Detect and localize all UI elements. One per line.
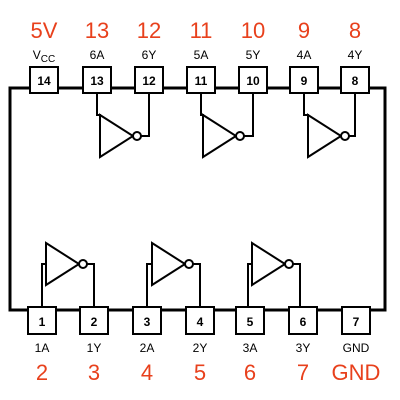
inverter-gate-6 bbox=[96, 93, 150, 159]
chip-body bbox=[8, 86, 387, 312]
bottom-pin-number: 1 bbox=[39, 315, 46, 329]
top-pin-boxes: 14 13 12 11 10 9 8 bbox=[29, 66, 370, 94]
top-signal-label: 4A bbox=[297, 48, 312, 62]
inverter-gate-2 bbox=[146, 241, 201, 308]
top-signal-label: VCC bbox=[33, 48, 55, 65]
inverter-gate-3 bbox=[247, 241, 301, 308]
bottom-pin-box bbox=[185, 306, 215, 335]
bottom-signal-label: 1A bbox=[35, 341, 50, 355]
top-signal-label: 4Y bbox=[348, 48, 363, 62]
bottom-arduino-label: GND bbox=[332, 360, 381, 385]
top-signal-label: 5Y bbox=[246, 48, 261, 62]
bottom-signal-label: 3A bbox=[243, 341, 258, 355]
top-arduino-label: 9 bbox=[298, 18, 310, 43]
bottom-pin-box bbox=[288, 306, 318, 335]
bottom-arduino-label: 7 bbox=[297, 360, 309, 385]
bottom-signal-label: 1Y bbox=[87, 341, 102, 355]
top-pin-number: 8 bbox=[352, 74, 359, 88]
bottom-pin-box bbox=[79, 306, 109, 335]
top-arduino-label: 10 bbox=[241, 18, 265, 43]
top-pin-number: 13 bbox=[90, 74, 104, 88]
bottom-pin-number: 4 bbox=[197, 315, 204, 329]
inverter-gate-4 bbox=[303, 93, 356, 159]
bottom-pin-box bbox=[132, 306, 162, 335]
top-signal-label: 6Y bbox=[142, 48, 157, 62]
top-arduino-label: 8 bbox=[349, 18, 361, 43]
bottom-pin-box bbox=[27, 306, 57, 335]
bottom-pin-boxes: 1 2 3 4 5 6 7 bbox=[27, 306, 371, 335]
top-arduino-label: 11 bbox=[190, 18, 213, 43]
bottom-signal-label: GND bbox=[343, 341, 370, 355]
top-pin-number: 9 bbox=[301, 74, 308, 88]
bottom-pin-box bbox=[235, 306, 265, 335]
top-signal-label: 6A bbox=[90, 48, 105, 62]
bottom-pin-box bbox=[341, 306, 371, 335]
bottom-pin-number: 2 bbox=[91, 315, 98, 329]
top-arduino-label: 12 bbox=[137, 18, 161, 43]
top-pin-number: 11 bbox=[195, 74, 208, 88]
bottom-pin-number: 5 bbox=[247, 315, 254, 329]
top-pin-number: 10 bbox=[246, 74, 260, 88]
bottom-arduino-label: 4 bbox=[141, 360, 153, 385]
bottom-arduino-label: 2 bbox=[36, 360, 48, 385]
bottom-pin-number: 7 bbox=[353, 315, 360, 329]
bottom-arduino-label: 5 bbox=[194, 360, 206, 385]
top-pin-box bbox=[29, 66, 59, 94]
top-pin-number: 12 bbox=[142, 74, 156, 88]
bottom-signal-label: 2Y bbox=[193, 341, 208, 355]
top-signal-labels: VCC 6A 6Y 5A 5Y 4A 4Y bbox=[33, 48, 363, 65]
top-pin-box bbox=[289, 66, 319, 94]
bottom-pin-number: 3 bbox=[144, 315, 151, 329]
top-pin-number: 14 bbox=[37, 74, 51, 88]
top-signal-label: 5A bbox=[194, 48, 209, 62]
top-arduino-labels: 5V 13 12 11 10 9 8 bbox=[31, 18, 362, 43]
bottom-signal-label: 3Y bbox=[296, 341, 311, 355]
bottom-arduino-label: 6 bbox=[244, 360, 256, 385]
bottom-signal-label: 2A bbox=[140, 341, 155, 355]
inverter-gate-1 bbox=[41, 241, 95, 308]
inverter-gate-5 bbox=[200, 93, 254, 159]
top-arduino-label: 5V bbox=[31, 18, 58, 43]
bottom-signal-labels: 1A 1Y 2A 2Y 3A 3Y GND bbox=[35, 341, 370, 355]
top-arduino-label: 13 bbox=[85, 18, 109, 43]
bottom-pin-number: 6 bbox=[300, 315, 307, 329]
bottom-arduino-labels: 2 3 4 5 6 7 GND bbox=[36, 360, 381, 385]
bottom-arduino-label: 3 bbox=[88, 360, 100, 385]
top-pin-box bbox=[186, 66, 216, 94]
